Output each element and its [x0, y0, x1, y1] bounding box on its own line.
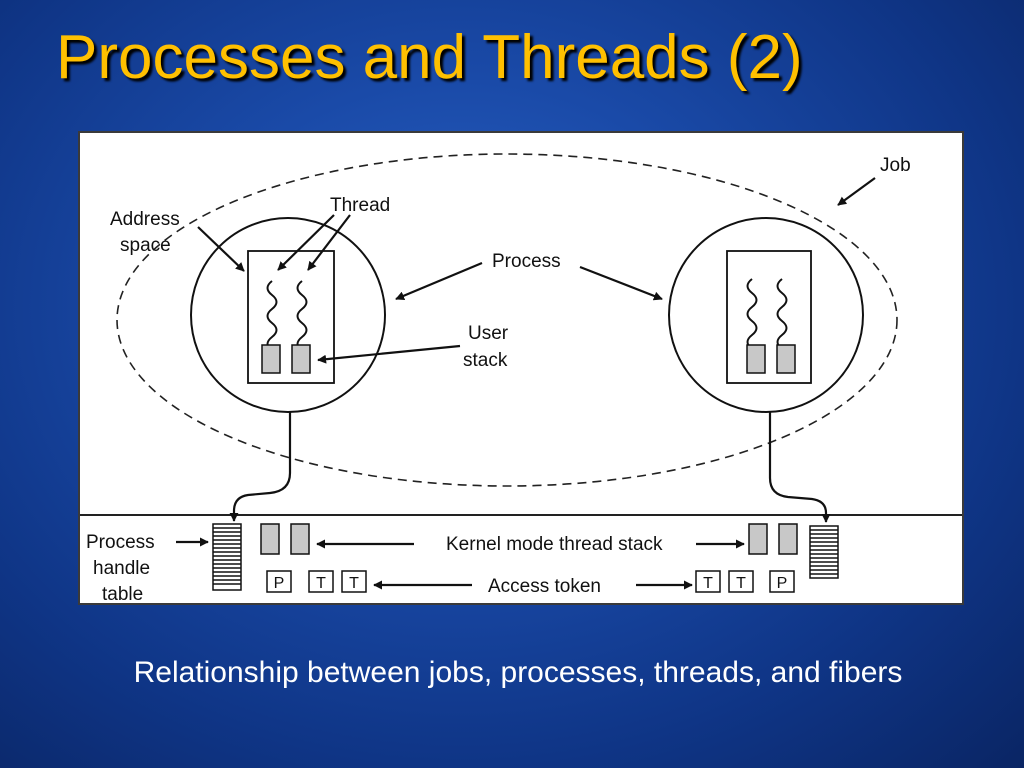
thread-right-1 — [746, 278, 758, 350]
address-space-label-2: space — [120, 235, 171, 256]
token-left-3: T — [349, 575, 359, 592]
thread-left-1 — [266, 280, 278, 352]
thread-label: Thread — [330, 195, 390, 216]
handle-table-label-3: table — [102, 584, 143, 603]
token-right-1: T — [703, 575, 713, 592]
address-space-right — [726, 250, 812, 384]
job-process-thread-diagram: Job Thread Address space Process User st… — [78, 131, 964, 605]
token-right-2: T — [736, 575, 746, 592]
kernel-stack-right-1 — [748, 523, 768, 555]
user-stack-left-1 — [261, 344, 281, 374]
handle-connector-left — [229, 412, 292, 522]
process-handle-table-right — [809, 525, 839, 579]
slide-title: Processes and Threads (2) — [56, 23, 803, 92]
handle-table-label-1: Process — [86, 532, 155, 553]
user-stack-label-1: User — [468, 323, 509, 344]
job-arrow — [837, 177, 876, 206]
user-stack-right-1 — [746, 344, 766, 374]
slide-caption: Relationship between jobs, processes, th… — [133, 656, 903, 689]
user-stack-right-2 — [776, 344, 796, 374]
address-space-arrow — [197, 226, 245, 272]
user-stack-left-2 — [291, 344, 311, 374]
handle-connector-right — [768, 412, 831, 523]
access-token-label: Access token — [488, 576, 601, 597]
process-arrow-right — [579, 265, 663, 301]
process-arrow-left — [395, 261, 483, 301]
access-token-right: T T P — [695, 570, 795, 593]
user-stack-arrow — [317, 344, 461, 364]
kernel-stack-right-2 — [778, 523, 798, 555]
handle-table-label-2: handle — [93, 558, 150, 579]
address-space-left — [247, 250, 335, 384]
access-token-left: P T T — [266, 570, 367, 593]
thread-arrow-1 — [277, 214, 335, 271]
job-label: Job — [880, 155, 911, 176]
process-right — [668, 217, 864, 413]
job-boundary — [116, 153, 898, 487]
kernel-stack-left-2 — [290, 523, 310, 555]
process-handle-table-left — [212, 523, 242, 591]
thread-left-2 — [296, 280, 308, 352]
address-space-label-1: Address — [110, 209, 180, 230]
thread-arrow-2 — [307, 214, 351, 271]
token-left-2: T — [316, 575, 326, 592]
thread-right-2 — [776, 278, 788, 350]
token-right-3: P — [777, 575, 788, 592]
kernel-stack-left-1 — [260, 523, 280, 555]
user-stack-label-2: stack — [463, 350, 508, 371]
kernel-stack-label: Kernel mode thread stack — [446, 534, 663, 555]
token-left-1: P — [274, 575, 285, 592]
process-label: Process — [492, 251, 561, 272]
